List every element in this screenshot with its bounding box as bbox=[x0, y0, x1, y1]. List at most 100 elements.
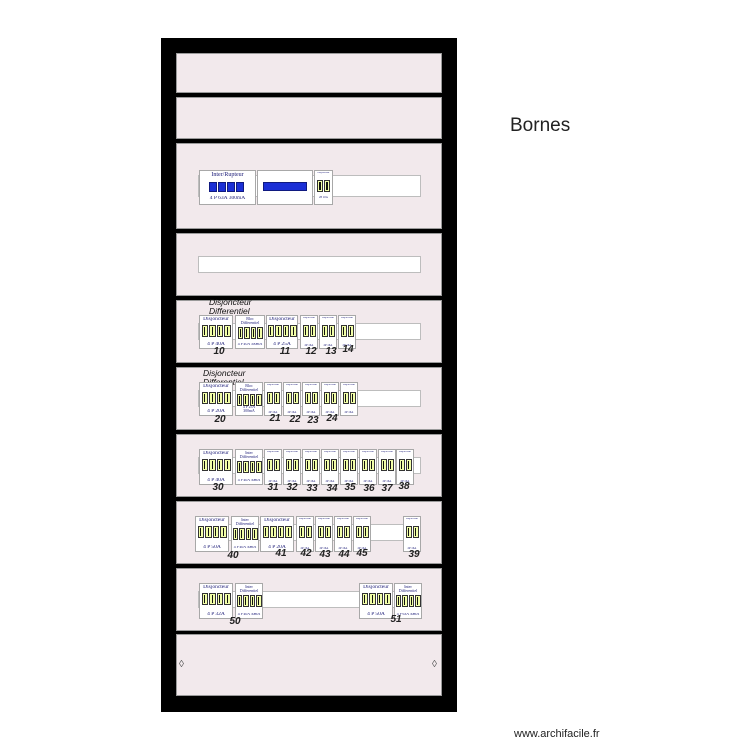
circuit-number: 22 bbox=[289, 414, 301, 425]
circuit-number: 39 bbox=[408, 549, 420, 560]
device-poles bbox=[360, 459, 376, 471]
breaker-pole bbox=[232, 528, 238, 540]
breaker-pole bbox=[324, 180, 330, 192]
breaker-pole bbox=[285, 526, 292, 538]
breaker-pole bbox=[201, 459, 208, 471]
main-switch-poles bbox=[209, 182, 244, 192]
device-poles bbox=[297, 526, 313, 538]
device-rating: 2P 16A bbox=[306, 480, 316, 483]
device-poles bbox=[265, 459, 281, 471]
breaker-pole bbox=[323, 459, 330, 471]
device-poles bbox=[200, 392, 232, 404]
circuit-number: 13 bbox=[325, 346, 337, 357]
breaker-pole bbox=[323, 392, 330, 404]
device-name: Disjoncteur bbox=[285, 384, 299, 386]
breaker-pole bbox=[216, 459, 223, 471]
breaker-pole bbox=[368, 459, 375, 471]
device-rating: 4 P 40A 30mA bbox=[237, 479, 261, 483]
breaker-pole bbox=[237, 327, 243, 339]
breaker-pole bbox=[415, 595, 421, 607]
device-poles bbox=[261, 526, 293, 538]
device-rating: 2P 16A bbox=[325, 480, 335, 483]
breaker-pole bbox=[343, 526, 350, 538]
breaker-small: Disjoncteur 2P 16A bbox=[283, 382, 301, 416]
breaker-pole bbox=[249, 394, 255, 406]
device-rating: 2P 16A bbox=[319, 547, 329, 550]
row3-small-breaker: Disjoncteur 2P 10A bbox=[314, 170, 333, 205]
device-name: Disjoncteur bbox=[266, 384, 280, 386]
breaker-pole bbox=[256, 394, 262, 406]
breaker-small: Disjoncteur 2P 16A bbox=[338, 315, 356, 349]
main-switch-rating: 4 P 63A 300mA bbox=[209, 195, 246, 201]
contactor-display bbox=[263, 182, 307, 191]
breaker-pole bbox=[270, 526, 277, 538]
device-rating: 2P 16A bbox=[342, 344, 352, 347]
device-name: Disjoncteur bbox=[398, 451, 412, 453]
device-name: Disjoncteur bbox=[340, 317, 354, 319]
latch-left-icon: ◊ bbox=[179, 659, 184, 670]
breaker-pole bbox=[304, 392, 311, 404]
device-name: Disjoncteur bbox=[317, 172, 330, 174]
device-rating: 4 P 32A bbox=[207, 611, 225, 617]
circuit-number: 33 bbox=[306, 483, 318, 494]
device-name: Inter Differentiel bbox=[239, 585, 259, 593]
device-poles bbox=[315, 180, 332, 192]
device-poles bbox=[354, 526, 370, 538]
breaker-pole bbox=[236, 595, 242, 607]
switch-pole bbox=[236, 182, 244, 192]
device-poles bbox=[236, 461, 262, 473]
breaker-pole bbox=[209, 325, 216, 337]
breaker-pole bbox=[249, 461, 255, 473]
breaker-pole bbox=[380, 459, 387, 471]
device-name: Disjoncteur bbox=[380, 451, 394, 453]
breaker-pole bbox=[361, 593, 368, 605]
device-poles bbox=[301, 325, 317, 337]
device-name: Disjoncteur bbox=[203, 585, 229, 590]
device-rating: 4 P 40A 30mA bbox=[233, 546, 257, 550]
device-poles bbox=[316, 526, 332, 538]
device-rating: 4 P 20A bbox=[268, 544, 286, 550]
device-rating: 2P 16A bbox=[287, 411, 297, 414]
device-rating: 2P 16A bbox=[268, 480, 278, 483]
diagram-title: Bornes bbox=[510, 115, 571, 136]
device-name: Inter Differentiel bbox=[398, 585, 418, 593]
breaker-pole bbox=[245, 528, 251, 540]
breaker-pole bbox=[257, 327, 263, 339]
breaker-pole bbox=[239, 528, 245, 540]
circuit-number: 31 bbox=[267, 482, 279, 493]
device-rating: 4 P 50A bbox=[367, 611, 385, 617]
breaker-pole bbox=[317, 526, 324, 538]
breaker-main: Disjoncteur 4 P 32A bbox=[199, 583, 233, 619]
breaker-pole bbox=[317, 180, 323, 192]
device-rating: 4 P 25A bbox=[273, 341, 291, 347]
breaker-pole bbox=[277, 526, 284, 538]
circuit-number: 36 bbox=[363, 483, 375, 494]
breaker-pole bbox=[336, 526, 343, 538]
breaker-pole bbox=[224, 593, 231, 605]
device-poles bbox=[200, 593, 232, 605]
breaker-pole bbox=[275, 325, 282, 337]
breaker-pole bbox=[216, 392, 223, 404]
device-name: Disjoncteur bbox=[304, 384, 318, 386]
device-name: Disjoncteur bbox=[321, 317, 335, 319]
circuit-number: 50 bbox=[229, 616, 241, 627]
switch-pole bbox=[218, 182, 226, 192]
device-poles bbox=[284, 392, 300, 404]
breaker-pole bbox=[205, 526, 212, 538]
device-name: Bloc Differentiel bbox=[239, 384, 259, 392]
breaker-pole bbox=[249, 595, 255, 607]
breaker-pole bbox=[361, 459, 368, 471]
breaker-pole bbox=[209, 459, 216, 471]
